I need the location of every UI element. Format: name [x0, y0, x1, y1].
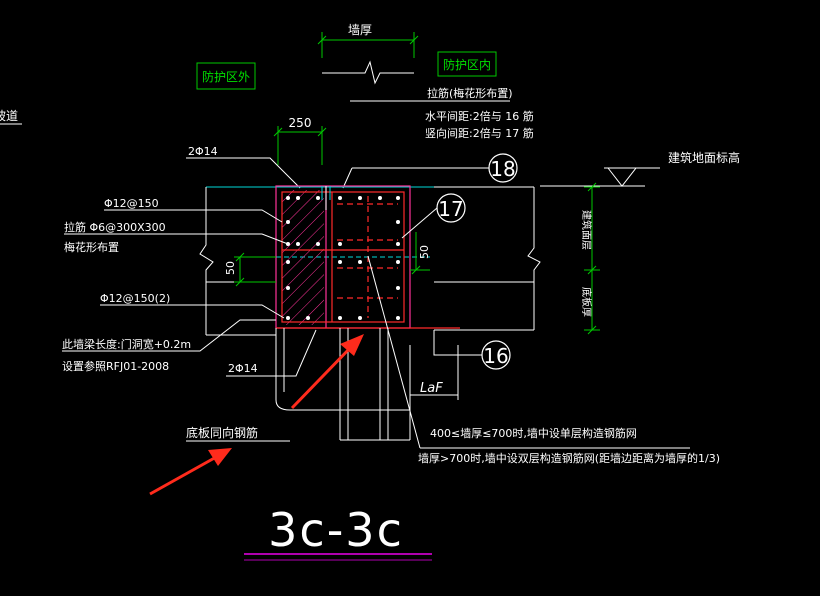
plum-layout-label: 梅花形布置	[64, 240, 119, 254]
beam-length-leader	[62, 319, 276, 352]
dim-250	[273, 126, 327, 165]
phi12-150-2-label: Φ12@150(2)	[100, 292, 170, 305]
dim-50-left-label: 50	[224, 261, 237, 275]
laf-dimension	[409, 345, 459, 440]
red-arrow-lower	[149, 448, 232, 496]
laf-label: LaF	[420, 381, 443, 396]
right-dimension	[584, 182, 600, 335]
wall-break-line	[322, 60, 414, 85]
phi12-150-leader	[104, 209, 283, 223]
ref-standard-label: 设置参照RFJ01-2008	[62, 359, 169, 373]
wall-thickness-label: 墙厚	[348, 23, 372, 37]
anchorage-bars	[275, 328, 410, 441]
bar-2phi14-top-label: 2Φ14	[188, 145, 218, 158]
tie-phi6-label: 拉筋 Φ6@300X300	[64, 220, 166, 234]
beam-length-label: 此墙梁长度:门洞宽+0.2m	[62, 337, 191, 351]
protection-inside-label: 防护区内	[443, 57, 491, 72]
dim-50-left	[234, 252, 276, 287]
note-double-layer: 墙厚>700时,墙中设双层构造钢筋网(距墙边距离为墙厚的1/3)	[418, 451, 720, 465]
note-single-layer: 400≤墙厚≤700时,墙中设单层构造钢筋网	[430, 426, 637, 440]
protection-outside-box	[196, 62, 256, 90]
bar-2phi14-top-leader	[186, 157, 301, 189]
phi12-150-label: Φ12@150	[104, 197, 159, 210]
tie-phi6-leader	[64, 233, 289, 245]
marker-17-label: 17	[438, 197, 463, 221]
phi12-150-2-leader	[100, 304, 285, 319]
dim-50-right	[410, 232, 430, 275]
vertical-spacing-note: 竖向间距:2倍与 17 筋	[425, 126, 534, 140]
ground-elevation-label: 建筑地面标高	[668, 150, 740, 165]
dim-50-right-label: 50	[418, 245, 431, 259]
left-edge-label: 坡道	[0, 109, 18, 123]
slab-outline-left	[199, 187, 276, 336]
slab-rebar-label: 底板同向钢筋	[186, 425, 258, 440]
wall-hatched-zone	[282, 190, 324, 325]
building-floor-label: 建筑面层	[580, 210, 593, 250]
top-dimension	[317, 32, 419, 58]
slab-outline-right	[434, 186, 541, 331]
rebar-dots	[286, 196, 400, 320]
rebar-cage	[276, 191, 460, 329]
red-arrow-upper	[290, 334, 364, 410]
bar-2phi14-bottom-label: 2Φ14	[228, 362, 258, 375]
marker-18-leader-tail	[342, 167, 353, 189]
tie-bar-title: 拉筋(梅花形布置)	[427, 86, 513, 100]
marker-16-leader	[433, 330, 482, 356]
slab-thickness-label: 底板厚	[580, 287, 593, 317]
section-title: 3c-3c	[268, 503, 404, 557]
marker-16-label: 16	[483, 344, 508, 368]
ground-triangle	[607, 167, 637, 187]
bar-2phi14-bottom-leader	[226, 329, 317, 377]
note-leader	[367, 255, 421, 449]
marker-17-leader	[401, 207, 438, 239]
wall-centerlines	[321, 186, 331, 210]
marker-18-label: 18	[490, 157, 515, 181]
horizontal-spacing-note: 水平间距:2倍与 16 筋	[425, 109, 534, 123]
dim-250-label: 250	[289, 116, 312, 130]
protection-inside-box	[437, 51, 497, 77]
protection-outside-label: 防护区外	[202, 69, 250, 84]
